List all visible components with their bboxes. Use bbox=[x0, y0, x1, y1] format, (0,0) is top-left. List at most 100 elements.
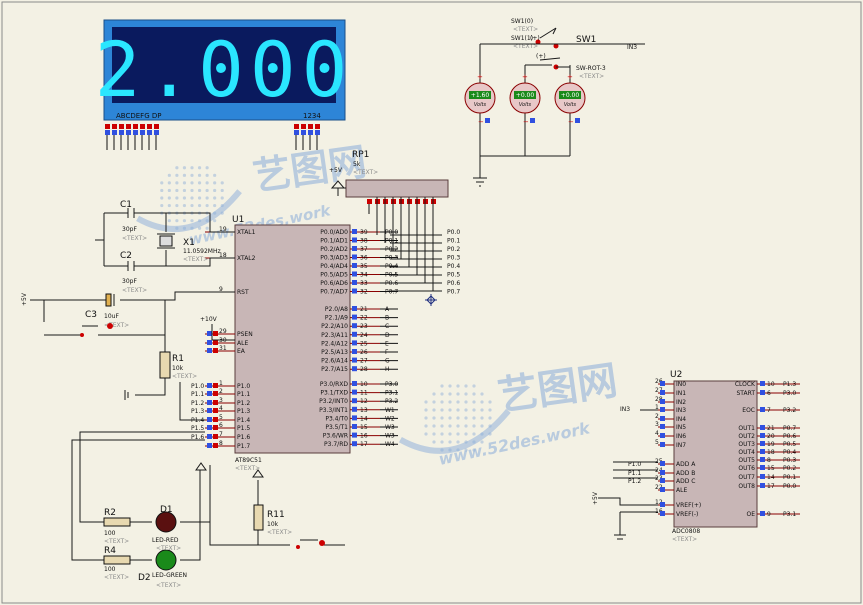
voltmeter-value: +0.00 bbox=[561, 92, 580, 99]
u2-pin-23: ADD C23 bbox=[655, 475, 695, 485]
svg-text:<TEXT>: <TEXT> bbox=[104, 574, 129, 581]
svg-text:4: 4 bbox=[219, 405, 223, 412]
u1-pin-4: P1.34 bbox=[205, 405, 250, 415]
r2-label: R2 bbox=[104, 508, 116, 518]
svg-text:P1.7: P1.7 bbox=[237, 443, 250, 450]
svg-text:<TEXT>: <TEXT> bbox=[513, 43, 538, 50]
u1-pin-17: P3.7/RD17W4 bbox=[324, 441, 398, 448]
svg-text:6: 6 bbox=[219, 422, 223, 429]
u1-pin-16: P3.6/WR16W3 bbox=[323, 432, 398, 440]
svg-text:P2.3/A11: P2.3/A11 bbox=[321, 332, 348, 339]
svg-text:P3.4/T0: P3.4/T0 bbox=[325, 415, 348, 422]
svg-text:OUT4: OUT4 bbox=[738, 449, 755, 456]
svg-text:OUT3: OUT3 bbox=[738, 441, 755, 448]
svg-text:8: 8 bbox=[219, 440, 223, 447]
svg-text:RST: RST bbox=[237, 289, 249, 296]
u2-net-label: P0.4 bbox=[783, 449, 796, 456]
display-pin bbox=[119, 124, 124, 129]
svg-text:P0.2/AD2: P0.2/AD2 bbox=[320, 246, 348, 253]
svg-text:33: 33 bbox=[360, 280, 368, 287]
display-pin bbox=[112, 124, 117, 129]
svg-text:P3.2/INT0: P3.2/INT0 bbox=[319, 398, 348, 405]
svg-text:P2.4/A12: P2.4/A12 bbox=[321, 340, 348, 347]
svg-text:<TEXT>: <TEXT> bbox=[513, 26, 538, 33]
u2-net-label: P3.0 bbox=[783, 390, 796, 397]
svg-text:<TEXT>: <TEXT> bbox=[156, 545, 181, 552]
svg-text:ADD B: ADD B bbox=[676, 470, 695, 477]
svg-text:23: 23 bbox=[655, 475, 663, 482]
svg-text:19: 19 bbox=[767, 441, 775, 448]
voltmeter-value: +1.60 bbox=[471, 92, 490, 99]
u1-p0-net-right: P0.5 bbox=[447, 272, 460, 279]
svg-text:15: 15 bbox=[360, 424, 368, 431]
u1-right-pins: P0.0/AD039P0.0P0.1/AD138P0.1P0.2/AD237P0… bbox=[319, 229, 460, 448]
u1-pin-13: P3.3/INT113W1 bbox=[319, 406, 398, 414]
display-value: 2.000 bbox=[95, 25, 354, 114]
c3-label: C3 bbox=[85, 310, 97, 320]
r11-label: R11 bbox=[267, 510, 285, 520]
u1-body bbox=[234, 224, 351, 454]
svg-text:P2.7/A15: P2.7/A15 bbox=[321, 366, 348, 373]
u1-part: AT89C51 bbox=[235, 457, 262, 464]
svg-text:9: 9 bbox=[767, 511, 771, 518]
svg-text:2: 2 bbox=[655, 413, 659, 420]
svg-text:IN5: IN5 bbox=[676, 424, 686, 431]
svg-text:<TEXT>: <TEXT> bbox=[579, 73, 604, 80]
svg-text:31: 31 bbox=[219, 345, 227, 352]
sw1-state-0: SW1(0) bbox=[511, 18, 533, 25]
svg-text:ADD A: ADD A bbox=[676, 461, 696, 468]
svg-text:+5V: +5V bbox=[592, 491, 599, 505]
svg-text:CLOCK: CLOCK bbox=[735, 381, 756, 388]
svg-text:14: 14 bbox=[360, 415, 368, 422]
svg-text:OE: OE bbox=[746, 511, 755, 518]
svg-text:<TEXT>: <TEXT> bbox=[104, 538, 129, 545]
svg-text:P2.2/A10: P2.2/A10 bbox=[321, 323, 348, 330]
svg-text:−: − bbox=[568, 118, 574, 126]
svg-text:EA: EA bbox=[237, 348, 246, 355]
u1-pin-21: P2.0/A821A bbox=[325, 306, 398, 313]
svg-text:5: 5 bbox=[219, 414, 223, 421]
svg-text:1: 1 bbox=[219, 380, 223, 387]
sw1-rotary-switch[interactable]: SW1(0) <TEXT> SW1(1) <TEXT> SW1 SW-ROT-3… bbox=[511, 18, 637, 80]
svg-text:<TEXT>: <TEXT> bbox=[172, 373, 197, 380]
svg-text:OUT5: OUT5 bbox=[738, 457, 755, 464]
u1-pin-1: P1.01 bbox=[205, 380, 250, 390]
display-pin bbox=[154, 124, 159, 129]
svg-text:+10V: +10V bbox=[200, 316, 218, 323]
svg-text:P1.6: P1.6 bbox=[237, 434, 250, 441]
x1-value: 11.0592MHz bbox=[183, 248, 221, 255]
u1-p0-net-right: P0.4 bbox=[447, 263, 460, 270]
svg-text:+: + bbox=[522, 73, 528, 81]
u1-left-pins: XTAL119XTAL218RST9PSEN29ALE30EA31P1.01P1… bbox=[191, 226, 256, 450]
svg-text:3: 3 bbox=[655, 421, 659, 428]
svg-text:P3.6/WR: P3.6/WR bbox=[323, 433, 348, 440]
svg-text:+: + bbox=[477, 73, 483, 81]
svg-text:<TEXT>: <TEXT> bbox=[122, 287, 147, 294]
svg-text:8: 8 bbox=[767, 457, 771, 464]
svg-text:<TEXT>: <TEXT> bbox=[235, 465, 260, 472]
display-seg-label: ABCDEFG DP bbox=[116, 112, 161, 120]
u1-pin-24: P2.3/A1124D bbox=[321, 331, 398, 339]
svg-text:27: 27 bbox=[360, 358, 368, 365]
crystal-circuit: C1 30pF <TEXT> C2 30pF <TEXT> X1 11.0592… bbox=[95, 200, 235, 294]
watermark-cn-text: 艺图网 bbox=[495, 358, 620, 420]
u1-pin-27: P2.6/A1427G bbox=[321, 357, 398, 365]
u2-add-net: P1.0 bbox=[628, 461, 641, 468]
svg-text:<TEXT>: <TEXT> bbox=[672, 536, 697, 543]
display-pin bbox=[105, 124, 110, 129]
u1-pin-8: P1.7 8 bbox=[205, 440, 250, 450]
display-pin-row bbox=[105, 124, 320, 150]
d2-label: D2 bbox=[138, 573, 151, 583]
led-green-icon bbox=[155, 549, 177, 571]
u1-microcontroller: U1 AT89C51 <TEXT> bbox=[232, 215, 351, 472]
